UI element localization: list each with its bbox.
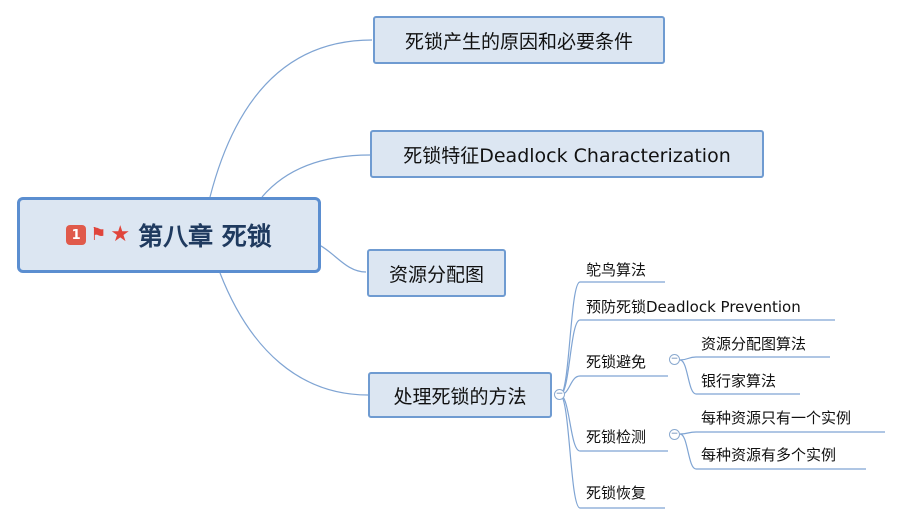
topic-label: 死锁产生的原因和必要条件 xyxy=(404,30,633,53)
root-title: 第八章 死锁 xyxy=(138,222,272,251)
root-topic[interactable]: 1 ⚑ ★ 第八章 死锁 xyxy=(17,197,321,273)
detection-child[interactable]: 每种资源有多个实例 xyxy=(701,446,837,464)
topic-handling-methods[interactable]: 处理死锁的方法 xyxy=(368,372,552,418)
collapse-toggle-icon[interactable]: − xyxy=(669,354,680,365)
method-detection[interactable]: 死锁检测 xyxy=(586,428,647,446)
avoidance-child[interactable]: 银行家算法 xyxy=(701,372,777,390)
collapse-toggle-icon[interactable]: − xyxy=(669,429,680,440)
method-ostrich[interactable]: 鸵鸟算法 xyxy=(586,261,647,279)
red-star-icon: ★ xyxy=(110,222,131,247)
collapse-toggle-icon[interactable]: − xyxy=(554,389,565,400)
detection-child[interactable]: 每种资源只有一个实例 xyxy=(701,409,852,427)
method-recovery[interactable]: 死锁恢复 xyxy=(586,484,647,502)
red-flag-icon: ⚑ xyxy=(90,224,107,245)
priority-badge: 1 xyxy=(66,225,87,245)
method-avoidance[interactable]: 死锁避免 xyxy=(586,353,647,371)
topic-label: 死锁特征Deadlock Characterization xyxy=(403,144,731,167)
avoidance-child[interactable]: 资源分配图算法 xyxy=(701,335,807,353)
topic-label: 处理死锁的方法 xyxy=(393,385,527,408)
topic-resource-allocation-graph[interactable]: 资源分配图 xyxy=(367,249,506,297)
topic-causes[interactable]: 死锁产生的原因和必要条件 xyxy=(373,16,665,64)
topic-label: 资源分配图 xyxy=(388,263,484,286)
topic-characterization[interactable]: 死锁特征Deadlock Characterization xyxy=(370,130,764,178)
method-prevention[interactable]: 预防死锁Deadlock Prevention xyxy=(586,298,801,316)
